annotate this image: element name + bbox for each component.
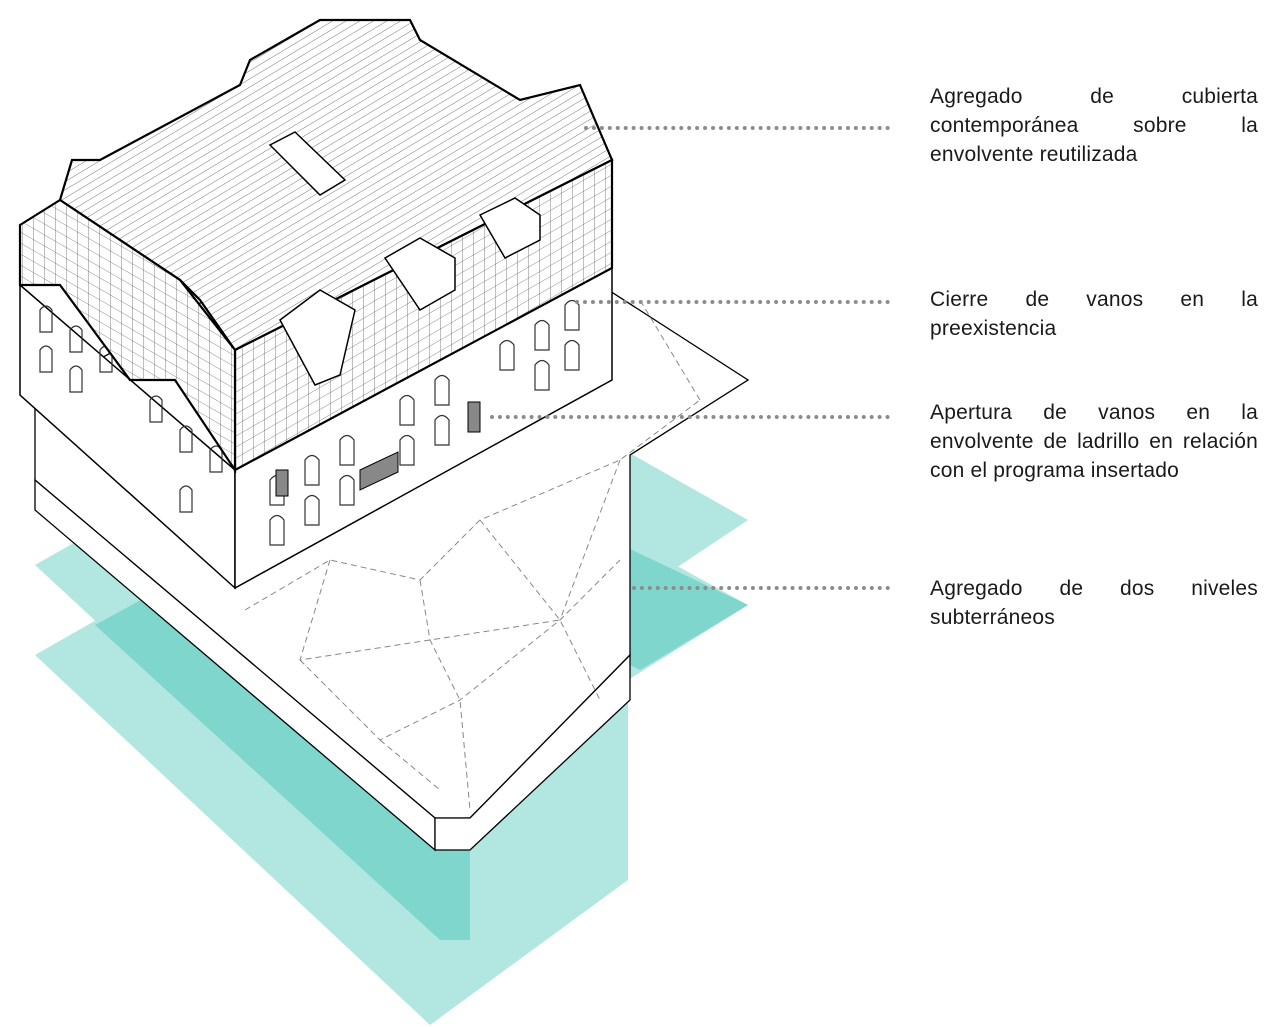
annotation-underground-levels: Agregado de dos niveles subterráneos: [930, 577, 1258, 629]
leader-underground: [632, 586, 890, 590]
dashed-paving: [244, 299, 701, 811]
brick-envelope: [19, 266, 613, 590]
leader-closing: [575, 300, 890, 304]
annotation-closing-openings: Cierre de vanos en la preexistencia: [930, 288, 1258, 340]
leader-opening: [490, 415, 890, 419]
dormers: [279, 197, 541, 386]
underground-slab-overlap: [95, 595, 470, 940]
roof-side-left: [18, 198, 237, 474]
axonometric-building-diagram: [18, 18, 750, 1025]
new-opening-3: [359, 451, 399, 491]
leader-roof: [584, 126, 890, 130]
plinth-side-right: [434, 653, 631, 851]
new-opening-2: [467, 401, 481, 433]
new-opening-1: [275, 469, 289, 497]
contemporary-roof: [18, 18, 614, 474]
annotation-new-openings: Apertura de vanos en la envolvente de la…: [930, 401, 1258, 482]
skylight: [268, 131, 347, 196]
annotation-roof: Agregado de cubierta contemporánea sobre…: [930, 85, 1258, 166]
window-arches: [39, 299, 580, 546]
